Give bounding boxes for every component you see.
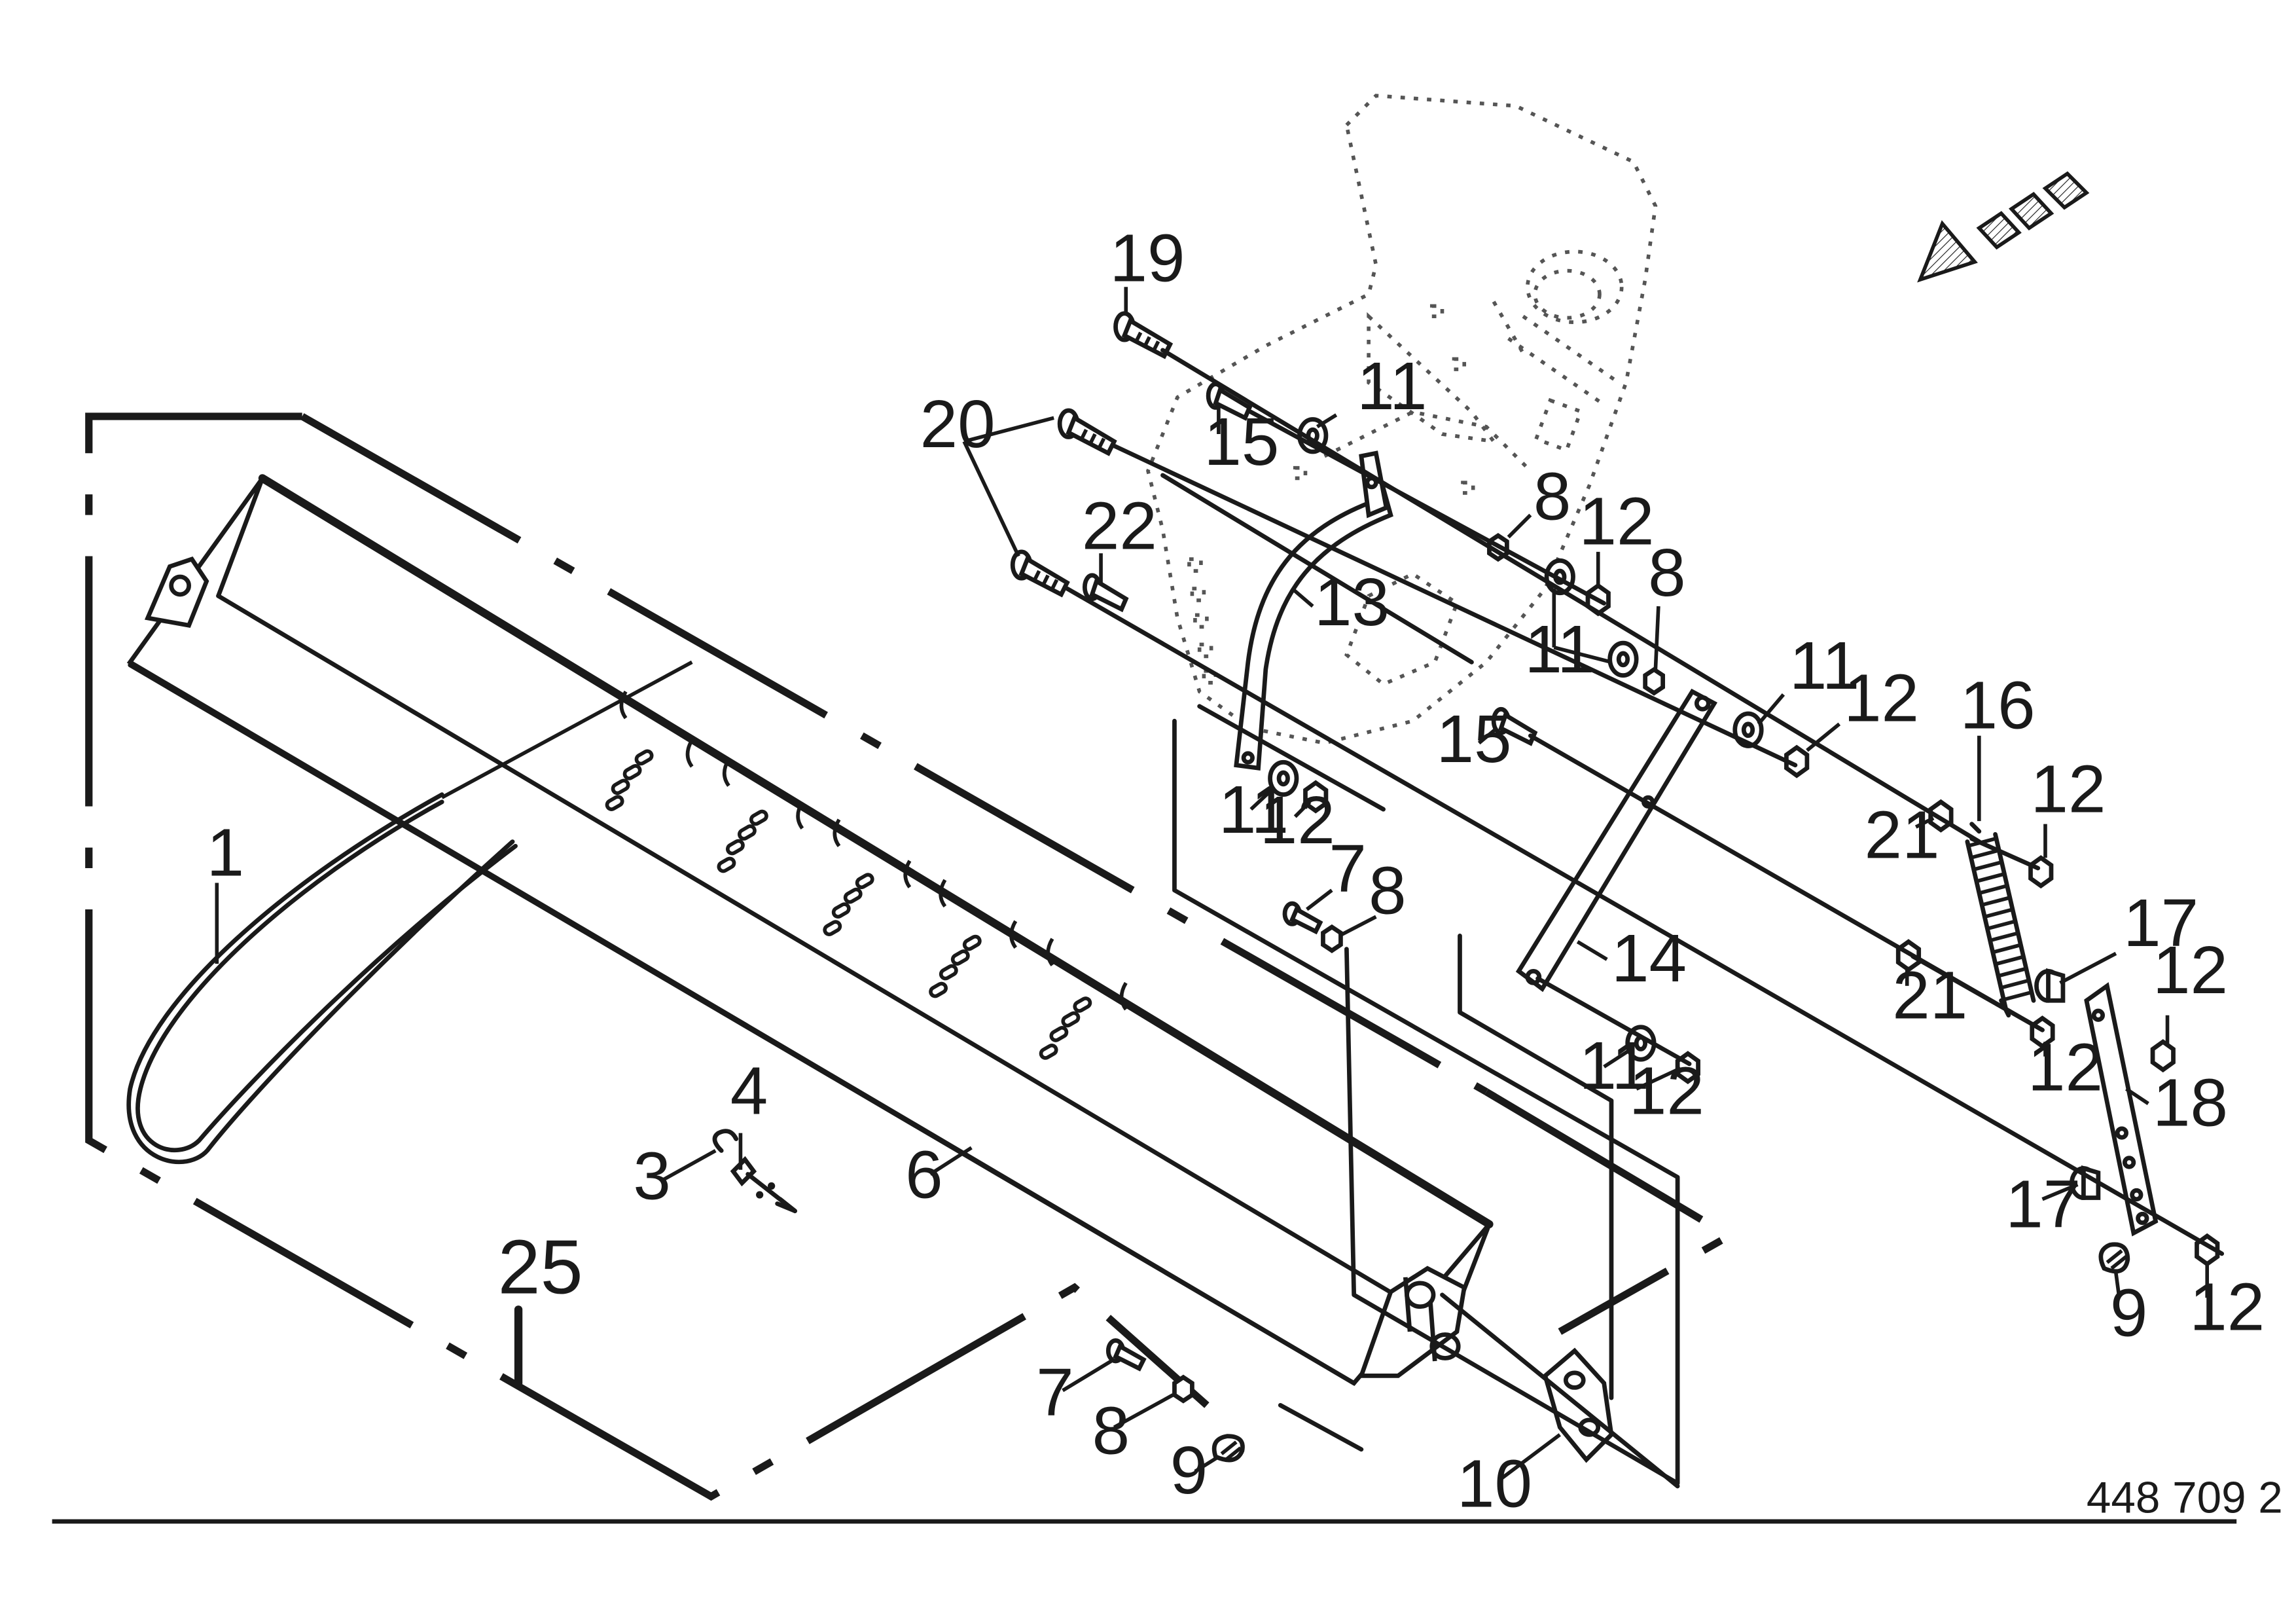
callout-15-b: 15 (1437, 701, 1512, 776)
gearbox-housing-phantom (1146, 94, 1658, 745)
shackle-9-left (1211, 1434, 1245, 1463)
callout-15-a: 15 (1204, 403, 1279, 479)
callout-8-c: 8 (1369, 852, 1407, 928)
callout-13: 13 (1314, 564, 1390, 640)
callout-7-upper: 7 (1329, 830, 1367, 906)
callout-11-b: 11 (1524, 611, 1594, 687)
callout-7-lower: 7 (1036, 1354, 1074, 1430)
callout-21-a: 21 (1865, 796, 1940, 872)
nut-12-g (2150, 1039, 2176, 1073)
bolt-7-upper (1282, 901, 1323, 935)
callout-11-d: 11 (1219, 771, 1289, 847)
callout-4: 4 (730, 1052, 768, 1128)
direction-arrow-icon (1917, 171, 2090, 283)
strap-18 (2084, 982, 2159, 1237)
callout-17-lower: 17 (2005, 1165, 2081, 1241)
nut-8-c (1321, 924, 1343, 953)
nut-12-d (2028, 855, 2054, 889)
callout-1: 1 (207, 814, 245, 890)
callout-12-c: 12 (1260, 782, 1335, 858)
nut-12-b (1784, 744, 1810, 778)
bolt-20-upper (1057, 408, 1117, 456)
bolt-20-lower (1010, 549, 1070, 598)
callout-12-d: 12 (2031, 751, 2106, 827)
hardware (1010, 311, 2220, 1463)
washer-11-c (1607, 640, 1639, 678)
callout-10: 10 (1457, 1445, 1532, 1521)
leader-lines (215, 287, 2210, 1480)
callout-11-c: 11 (1789, 627, 1859, 703)
nut-8-b (1643, 666, 1665, 696)
nut-8-d (1172, 1374, 1194, 1404)
callout-12-f: 12 (2028, 1029, 2103, 1104)
guard-beam (126, 474, 1494, 1386)
bolt-15-middle (1491, 706, 1538, 746)
callout-12-g: 12 (2153, 932, 2228, 1008)
linch-pin (712, 1129, 797, 1214)
callout-6: 6 (905, 1136, 943, 1212)
bolt-7-lower (1105, 1338, 1147, 1372)
callout-16: 16 (1960, 667, 2036, 743)
washer-11-e (1268, 759, 1299, 797)
mechanism-parts (1234, 450, 2159, 1463)
bushing-17-upper (2034, 968, 2066, 1003)
callout-12-h: 12 (2189, 1269, 2265, 1345)
callout-9-left: 9 (1170, 1432, 1208, 1508)
rubber-strip (126, 660, 693, 1165)
callout-12-e: 12 (1629, 1052, 1704, 1128)
callout-14: 14 (1611, 920, 1687, 996)
callout-labels: 1 3 4 6 7 7 8 8 8 8 9 9 10 11 11 11 11 1… (207, 219, 2265, 1521)
callout-8-b: 8 (1648, 534, 1685, 610)
callout-12-b: 12 (1844, 659, 1919, 735)
callout-11-a: 11 (1357, 348, 1427, 424)
assembly-group-boundary (85, 412, 1736, 1501)
bolt-15-upper (1206, 382, 1253, 421)
callout-8-d: 8 (1092, 1393, 1130, 1468)
callout-22: 22 (1082, 487, 1157, 563)
callout-17-upper: 17 (2123, 884, 2198, 960)
callout-11-e: 11 (1579, 1027, 1649, 1103)
bracket-arm-13 (1234, 450, 1393, 771)
document-number: 448 709 2 (2087, 1473, 2283, 1522)
shackle-9-right (2098, 1242, 2130, 1274)
callout-9-right: 9 (2110, 1275, 2148, 1351)
callout-19: 19 (1110, 219, 1185, 295)
callout-8-a: 8 (1534, 458, 1571, 534)
callout-21-b: 21 (1892, 957, 1967, 1032)
callout-20: 20 (920, 386, 996, 462)
callout-25: 25 (498, 1224, 583, 1310)
pin-22 (1082, 573, 1129, 613)
callout-18: 18 (2153, 1064, 2228, 1140)
axis-lines (1065, 348, 2225, 1489)
callout-12-a: 12 (1579, 483, 1655, 559)
callout-3: 3 (633, 1138, 671, 1214)
